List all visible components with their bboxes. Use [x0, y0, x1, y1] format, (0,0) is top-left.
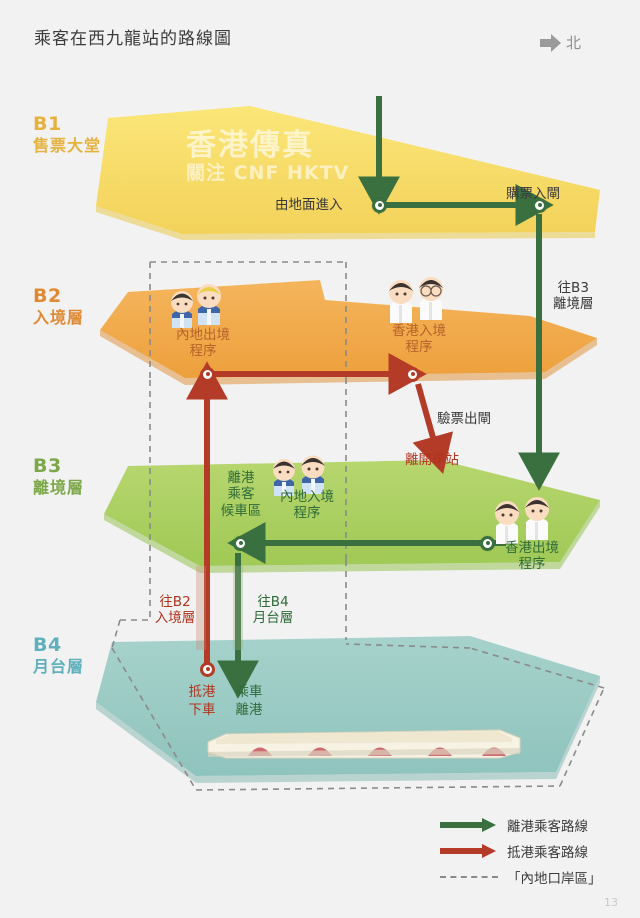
callout-hk-entry-line1: 香港入境 — [392, 323, 446, 339]
callout-waiting-line2: 乘客 — [227, 486, 255, 503]
floor-code-b2: B2 — [33, 285, 62, 307]
callout-mainland-entry-line2: 程序 — [293, 505, 321, 522]
floor-label-b3: B3 離境層 — [33, 455, 84, 498]
node-mainland-exit[interactable] — [200, 367, 215, 382]
callout-mainland-entry: 內地入境 程序 — [271, 489, 343, 522]
callout-ticket-check-exit: 驗票出閘 — [437, 411, 491, 427]
north-label: 北 — [566, 34, 582, 52]
callout-mainland-exit-line2: 程序 — [189, 343, 217, 360]
callout-ground-entry: 由地面進入 — [275, 197, 343, 213]
callout-to-b4: 往B4 月台層 — [248, 594, 298, 627]
floor-name-b3: 離境層 — [33, 478, 85, 498]
callout-to-b2-line2: 入境層 — [154, 610, 196, 627]
callout-hk-exit-line1: 香港出境 — [505, 540, 559, 556]
callout-arrive-line2: 下車 — [188, 701, 216, 718]
callout-mainland-entry-line1: 內地入境 — [280, 489, 334, 505]
callout-to-b4-line2: 月台層 — [252, 610, 294, 627]
floor-label-b2: B2 入境層 — [33, 285, 84, 328]
north-indicator: 北 — [540, 32, 581, 53]
callout-hk-exit-line2: 程序 — [518, 556, 546, 573]
staff-icon-hk-exit — [495, 497, 549, 544]
floor-label-b1: B1 售票大堂 — [33, 113, 101, 156]
node-hk-exit[interactable] — [480, 536, 495, 551]
node-ground-entry[interactable] — [372, 198, 387, 213]
legend-item-departure-route: 離港乘客路線 — [440, 812, 602, 838]
legend-label-arrival-route: 抵港乘客路線 — [507, 845, 588, 861]
floor-code-b4: B4 — [33, 634, 62, 656]
callout-depart-line2: 離港 — [235, 701, 263, 718]
callout-to-b4-line1: 往B4 — [257, 594, 289, 610]
watermark-line-2: 關注 CNF HKTV — [186, 162, 350, 184]
callout-to-b2: 往B2 入境層 — [150, 594, 200, 627]
arrow-right-icon — [540, 33, 561, 52]
floor-label-b4: B4 月台層 — [33, 634, 84, 677]
mainland-port-area-boundary — [111, 261, 605, 791]
node-arrive-alight[interactable] — [200, 662, 215, 677]
callout-leave-station: 離開車站 — [405, 452, 459, 468]
callout-to-b3-line2: 離境層 — [553, 296, 594, 313]
floor-name-b1: 售票大堂 — [33, 136, 102, 156]
legend-label-mainland-port-area: 「內地口岸區」 — [507, 871, 602, 887]
callout-hk-exit: 香港出境 程序 — [492, 540, 572, 573]
legend: 離港乘客路線 抵港乘客路線 「內地口岸區」 — [440, 812, 602, 890]
node-hk-entry[interactable] — [405, 367, 420, 382]
legend-item-arrival-route: 抵港乘客路線 — [440, 838, 602, 864]
staff-icon-mainland-exit — [171, 284, 221, 328]
page-title: 乘客在西九龍站的路線圖 — [34, 29, 232, 49]
red-arrow-icon — [440, 844, 498, 858]
callout-arrive-alight: 抵港 下車 — [179, 684, 225, 719]
callout-waiting-line3: 候車區 — [220, 502, 262, 519]
departure-route — [217, 96, 560, 699]
callout-departure-waiting-area: 離港 乘客 候車區 — [215, 470, 267, 519]
callout-board-depart: 乘車 離港 — [224, 684, 274, 719]
legend-label-departure-route: 離港乘客路線 — [507, 819, 588, 835]
node-departure-waiting-area[interactable] — [233, 536, 248, 551]
floor-name-b4: 月台層 — [33, 657, 85, 677]
train-illustration — [207, 729, 521, 759]
green-arrow-icon — [440, 818, 498, 832]
callout-hk-entry: 香港入境 程序 — [383, 323, 455, 356]
dashed-line-icon — [440, 876, 498, 878]
staff-icon-hk-entry — [389, 277, 443, 323]
callout-mainland-exit: 內地出境 程序 — [167, 327, 239, 360]
floor-name-b2: 入境層 — [33, 308, 85, 328]
legend-item-mainland-port-area: 「內地口岸區」 — [440, 864, 602, 890]
watermark-line-1: 香港傳真 — [186, 128, 314, 163]
callout-to-b2-line1: 往B2 — [159, 594, 191, 610]
node-buy-ticket[interactable] — [532, 198, 547, 213]
callout-buy-ticket: 購票入閘 — [506, 186, 560, 202]
floor-slab-b2 — [100, 280, 597, 385]
callout-mainland-exit-line1: 內地出境 — [176, 327, 230, 343]
page-number: 13 — [604, 896, 618, 909]
callout-to-b3: 往B3 離境層 — [553, 280, 594, 313]
staff-icon-mainland-entry — [273, 455, 325, 496]
arrival-route — [186, 353, 454, 668]
callout-arrive-line1: 抵港 — [188, 684, 216, 700]
callout-depart-line1: 乘車 — [235, 684, 263, 700]
callout-waiting-line1: 離港 — [227, 470, 255, 486]
floor-slab-b4 — [96, 636, 600, 783]
floor-code-b1: B1 — [33, 113, 62, 135]
callout-to-b3-line1: 往B3 — [557, 280, 589, 296]
callout-hk-entry-line2: 程序 — [405, 339, 433, 356]
floor-code-b3: B3 — [33, 455, 62, 477]
